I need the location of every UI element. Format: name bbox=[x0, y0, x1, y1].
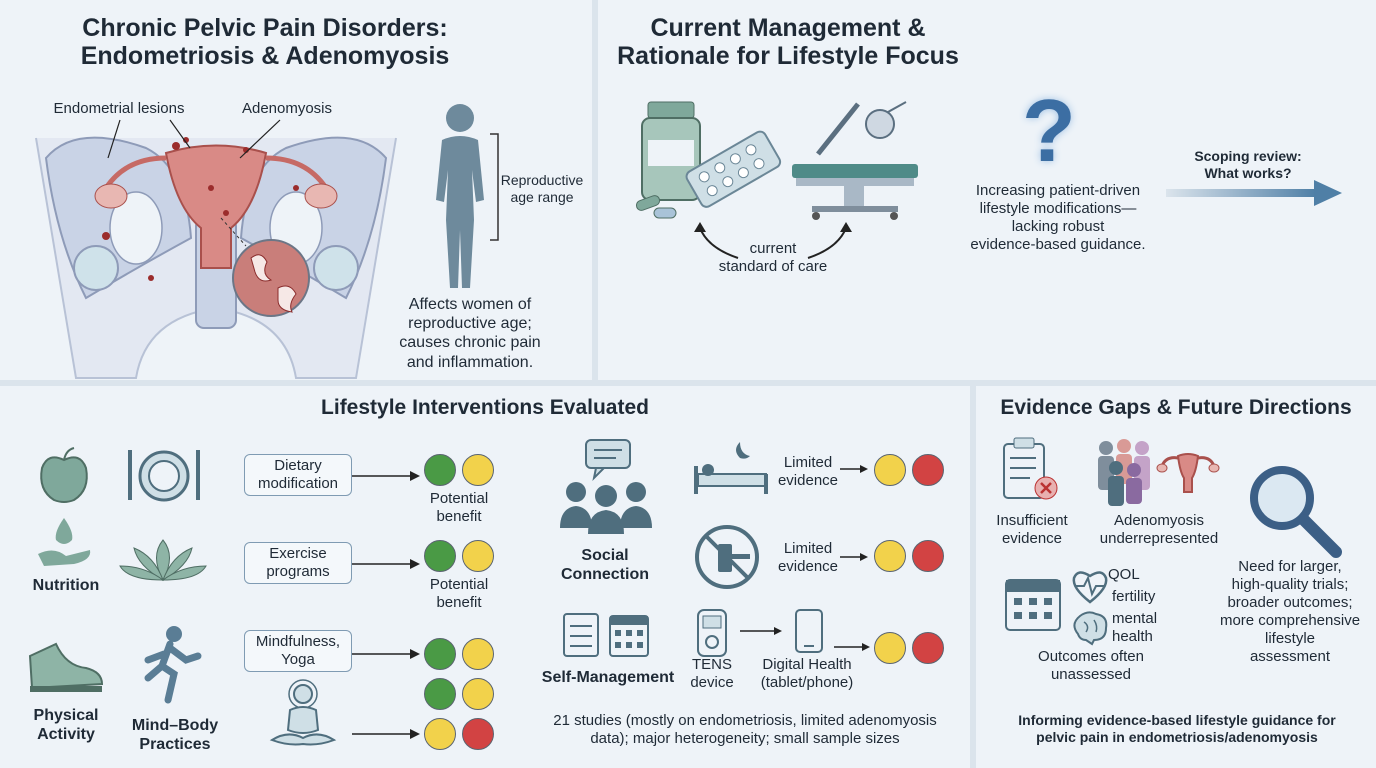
panel-lifestyle-interventions: Lifestyle Interventions Evaluated Nutrit… bbox=[0, 386, 970, 768]
rating-dot-yellow bbox=[462, 454, 494, 486]
label-mental-health: mental health bbox=[1112, 610, 1158, 645]
rating-dot-yellow bbox=[874, 632, 906, 664]
label-potential-benefit-2: Potential benefit bbox=[429, 576, 489, 611]
label-adenomyosis: Adenomyosis bbox=[241, 100, 333, 117]
surgery-table-icon bbox=[792, 101, 918, 220]
rating-dot-yellow bbox=[462, 638, 494, 670]
pelvis-anatomy-illustration bbox=[35, 136, 397, 379]
medication-icon bbox=[635, 101, 782, 219]
rating-dot-red bbox=[912, 454, 944, 486]
plate-cutlery-icon bbox=[128, 450, 200, 502]
pill-mindfulness-yoga: Mindfulness, Yoga bbox=[244, 630, 352, 672]
label-fertility: fertility bbox=[1112, 588, 1156, 605]
label-endometrial-lesions: Endometrial lesions bbox=[53, 100, 185, 117]
rating-dot-yellow bbox=[462, 678, 494, 710]
runner-icon bbox=[144, 626, 202, 704]
magnifying-glass-icon bbox=[1250, 466, 1342, 558]
pill-dietary-modification: Dietary modification bbox=[244, 454, 352, 496]
label-reproductive-age: Reproductive age range bbox=[500, 172, 584, 205]
tens-device-icon bbox=[697, 609, 727, 657]
caption-affects-women: Affects women of reproductive age; cause… bbox=[399, 296, 541, 371]
rating-dot-yellow bbox=[462, 540, 494, 572]
rating-dot-red bbox=[912, 632, 944, 664]
label-adenomyosis-underrepresented: Adenomyosis underrepresented bbox=[1099, 512, 1219, 547]
heart-pulse-icon bbox=[1072, 571, 1108, 604]
label-patient-driven: Increasing patient-driven lifestyle modi… bbox=[970, 182, 1146, 253]
rating-dot-green bbox=[424, 540, 456, 572]
age-range-bracket bbox=[490, 133, 499, 241]
pill-exercise-programs: Exercise programs bbox=[244, 542, 352, 584]
label-standard-of-care: current standard of care bbox=[718, 240, 828, 275]
sneaker-icon bbox=[28, 642, 104, 692]
tablet-phone-icon bbox=[795, 609, 823, 653]
question-mark-icon: ? bbox=[1022, 81, 1076, 180]
panel4-title: Evidence Gaps & Future Directions bbox=[1000, 396, 1352, 419]
label-qol: QOL bbox=[1108, 566, 1140, 583]
no-smoking-alcohol-icon bbox=[695, 525, 759, 589]
rating-dot-green bbox=[424, 454, 456, 486]
label-scoping-review: Scoping review: What works? bbox=[1194, 148, 1302, 181]
scoping-review-arrow bbox=[1166, 180, 1342, 206]
label-nutrition: Nutrition bbox=[32, 577, 100, 594]
rating-dot-red bbox=[912, 540, 944, 572]
uterus-icon bbox=[1156, 453, 1220, 493]
panel3-title: Lifestyle Interventions Evaluated bbox=[321, 396, 649, 419]
label-leader-lines bbox=[107, 119, 281, 159]
label-self-management: Self-Management bbox=[541, 669, 675, 686]
label-insufficient-evidence: Insufficient evidence bbox=[996, 512, 1068, 547]
brain-icon bbox=[1073, 611, 1108, 646]
lotus-icon bbox=[119, 539, 207, 582]
arrow-right-icon bbox=[840, 553, 868, 561]
arrow-right-icon bbox=[834, 643, 870, 651]
clipboard-x-icon bbox=[1003, 437, 1058, 500]
rating-dot-green bbox=[424, 638, 456, 670]
water-drop-hand-icon bbox=[38, 518, 91, 566]
label-potential-benefit-1: Potential benefit bbox=[429, 490, 489, 525]
meditation-icon bbox=[269, 679, 337, 746]
intervention-arrows bbox=[352, 471, 420, 739]
label-limited-evidence-2: Limited evidence bbox=[777, 540, 839, 575]
label-tens-device: TENS device bbox=[690, 656, 734, 691]
social-group-icon bbox=[560, 439, 652, 534]
arrow-right-icon bbox=[840, 465, 868, 473]
panel2-title: Current Management & Rationale for Lifes… bbox=[617, 14, 959, 70]
rating-dot-yellow bbox=[874, 454, 906, 486]
panel-pelvic-pain-disorders: Chronic Pelvic Pain Disorders: Endometri… bbox=[0, 0, 592, 380]
rating-dot-red bbox=[462, 718, 494, 750]
checklist-calendar-icon bbox=[563, 613, 649, 657]
sleep-bed-icon bbox=[694, 442, 768, 494]
apple-icon bbox=[40, 447, 88, 503]
label-limited-evidence-1: Limited evidence bbox=[777, 454, 839, 489]
panel1-title: Chronic Pelvic Pain Disorders: Endometri… bbox=[80, 14, 450, 70]
arrow-right-icon bbox=[740, 627, 782, 635]
rating-dot-yellow bbox=[424, 718, 456, 750]
label-physical-activity: Physical Activity bbox=[33, 707, 99, 744]
rating-dot-green bbox=[424, 678, 456, 710]
label-mind-body: Mind–Body Practices bbox=[131, 717, 219, 754]
standard-of-care-arrows bbox=[694, 222, 852, 259]
footer-study-summary: 21 studies (mostly on endometriosis, lim… bbox=[553, 712, 937, 747]
woman-silhouette-icon bbox=[436, 104, 484, 288]
calendar-icon bbox=[1005, 579, 1061, 631]
label-need-for-trials: Need for larger, high-quality trials; br… bbox=[1219, 558, 1361, 665]
panel-evidence-gaps: Evidence Gaps & Future Directions Insuff… bbox=[976, 386, 1376, 768]
label-social-connection: Social Connection bbox=[561, 547, 649, 584]
footer-informing-guidance: Informing evidence-based lifestyle guida… bbox=[1018, 712, 1336, 745]
people-group-icon bbox=[1098, 439, 1150, 506]
label-digital-health: Digital Health (tablet/phone) bbox=[760, 656, 854, 691]
panel-current-management: Current Management & Rationale for Lifes… bbox=[598, 0, 1376, 380]
rating-dot-yellow bbox=[874, 540, 906, 572]
label-outcomes-unassessed: Outcomes often unassessed bbox=[1038, 648, 1144, 683]
